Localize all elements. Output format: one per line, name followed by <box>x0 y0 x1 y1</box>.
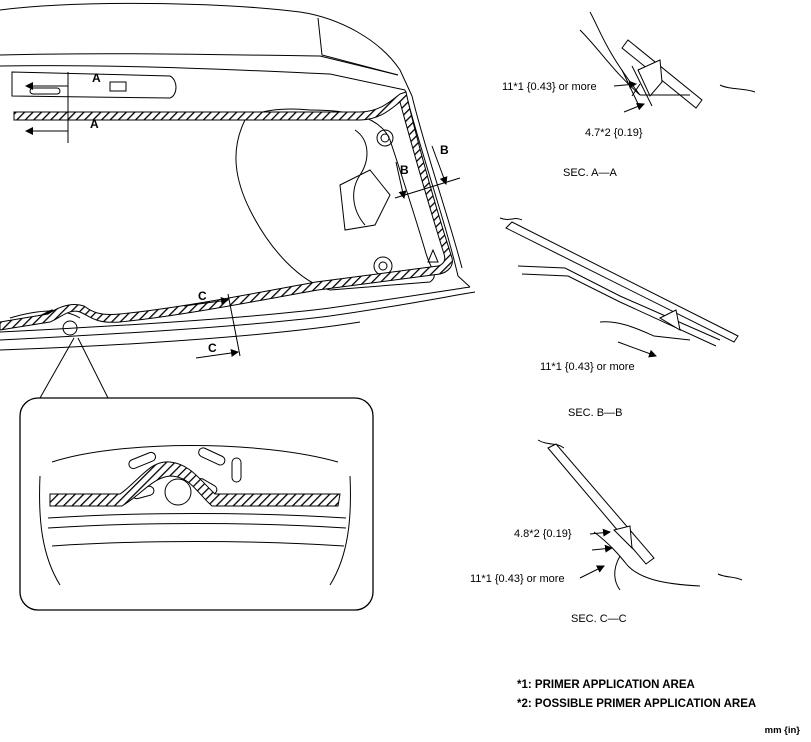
section-mark-a-top: A <box>92 71 101 85</box>
pillar-outer <box>404 89 471 288</box>
bb-dim-1: 11*1 {0.43} or more <box>540 361 635 373</box>
cc-bead <box>613 525 633 550</box>
aa-dim-1: 11*1 {0.43} or more <box>502 81 597 93</box>
section-mark-b-inner: B <box>400 163 409 177</box>
section-cc <box>537 439 743 591</box>
section-mark-c-bottom: C <box>208 341 217 355</box>
units-label: mm {in} <box>765 725 801 736</box>
zoom-detail <box>19 397 374 611</box>
bb-glass <box>505 221 739 343</box>
note-primer-area: *1: PRIMER APPLICATION AREA <box>517 679 695 691</box>
section-mark-b-outer: B <box>440 143 449 157</box>
zoom-adhesive-bead <box>49 461 341 507</box>
zoom-leader <box>39 337 109 399</box>
roof-outline <box>0 2 413 97</box>
main-view <box>0 2 476 351</box>
bolt-upper <box>376 129 394 147</box>
cc-dim-2: 4.8*2 {0.19} <box>514 528 572 540</box>
section-mark-c-top: C <box>198 289 207 303</box>
cc-glass <box>547 443 655 565</box>
section-markers <box>25 72 461 359</box>
section-bb <box>499 217 739 358</box>
bb-bead <box>658 309 681 332</box>
aa-bead <box>637 59 663 97</box>
note-possible-primer-area: *2: POSSIBLE PRIMER APPLICATION AREA <box>517 698 756 710</box>
roof-edge-line <box>317 17 399 76</box>
section-mark-a-bottom: A <box>90 117 99 131</box>
cc-title: SEC. C—C <box>571 613 627 625</box>
bb-title: SEC. B—B <box>568 407 622 419</box>
aa-dim-2: 4.7*2 {0.19} <box>585 127 643 139</box>
aa-title: SEC. A—A <box>563 167 617 179</box>
section-aa <box>579 11 756 113</box>
cut-line-c <box>227 293 241 357</box>
adhesive-bead <box>0 91 453 331</box>
cc-dim-1: 11*1 {0.43} or more <box>470 573 565 585</box>
aa-glass <box>621 39 703 109</box>
